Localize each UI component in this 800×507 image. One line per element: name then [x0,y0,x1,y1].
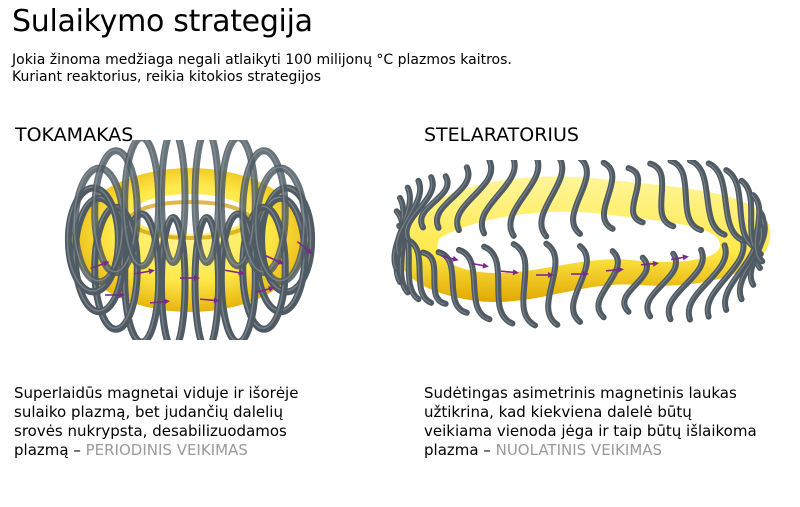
coil [455,246,493,323]
current-arrow [470,262,489,269]
current-arrow [199,297,220,304]
current-arrow [255,286,275,294]
current-arrow [149,298,170,305]
coil [394,177,424,258]
description-line: sulaiko plazmą, bet judančių dalelių [14,403,283,421]
coil [91,147,141,277]
coil [405,237,435,306]
coil [600,160,616,232]
coil [570,160,590,237]
coil [704,236,747,320]
tokamak-illustration [64,140,316,340]
subtitle-line: Kuriant reaktorius, reikia kitokios stra… [12,69,321,85]
coil [686,160,728,238]
coil [595,248,621,321]
coil [667,160,705,234]
stellarator-description: Sudėtingas asimetrinis magnetinis laukas… [424,384,799,460]
current-arrow [105,292,125,298]
stellarator-current-arrows [441,254,689,278]
coil [543,240,561,328]
coil [510,241,539,329]
current-arrow [500,269,519,276]
current-arrow [135,268,155,275]
description-line: plazmą – PERIODINIS VEIKIMAS [14,441,374,460]
coil [157,140,189,266]
coil [507,160,542,239]
tokamak-current-arrows [90,240,313,305]
operation-mode-label: PERIODINIS VEIKIMAS [85,441,248,459]
coil [403,174,436,243]
current-arrow [571,271,589,277]
operation-mode-label: NUOLATINIS VEIKIMAS [495,441,663,459]
coil [454,160,495,234]
description-text: plazma – [424,441,491,459]
page-title: Sulaikymo strategija [12,4,313,39]
description-line: užtikrina, kad kiekviena dalelė būtų [424,403,692,421]
description-text: plazmą – [14,441,81,459]
subtitle: Jokia žinoma medžiaga negali atlaikyti 1… [12,52,512,86]
tokamak-heading: TOKAMAKAS [15,124,134,146]
description-line: srovės nukrypsta, desabilizuodamos [14,422,287,440]
coil [625,165,646,226]
coil [570,243,590,325]
current-arrow [265,255,285,265]
current-arrow [441,254,459,262]
current-arrow [605,266,624,273]
coil [481,243,516,327]
description-line: Superlaidūs magnetai viduje ir išorėje [14,384,299,402]
current-arrow [225,269,245,276]
current-arrow [90,260,110,270]
coil [478,160,518,237]
coil [538,160,566,240]
current-arrow [536,272,554,278]
coil [191,214,223,340]
coil [705,160,746,244]
coil [685,242,729,323]
description-line: Sudėtingas asimetrinis magnetinis laukas [424,384,737,402]
current-arrow [180,275,200,281]
stellarator-heading: STELARATORIUS [424,124,579,146]
stellarator-coils [391,160,768,329]
description-line: veikiama vienoda jėga ir taip būtų išlai… [424,422,757,440]
coil [253,164,309,286]
coil [750,192,766,265]
coil [433,164,472,231]
coil [723,167,758,250]
stellarator-illustration [391,160,771,329]
coil [644,250,679,320]
current-arrow [296,240,313,255]
coil [420,249,449,307]
description-line: plazma – NUOLATINIS VEIKIMAS [424,441,799,460]
coil [665,246,706,323]
current-arrow [670,254,689,261]
tokamak-coils [64,140,316,340]
coil [418,173,451,231]
subtitle-line: Jokia žinoma medžiaga negali atlaikyti 1… [12,52,512,68]
tokamak-description: Superlaidūs magnetai viduje ir išorėje s… [14,384,374,460]
current-arrow [640,260,659,267]
coil [647,160,677,230]
